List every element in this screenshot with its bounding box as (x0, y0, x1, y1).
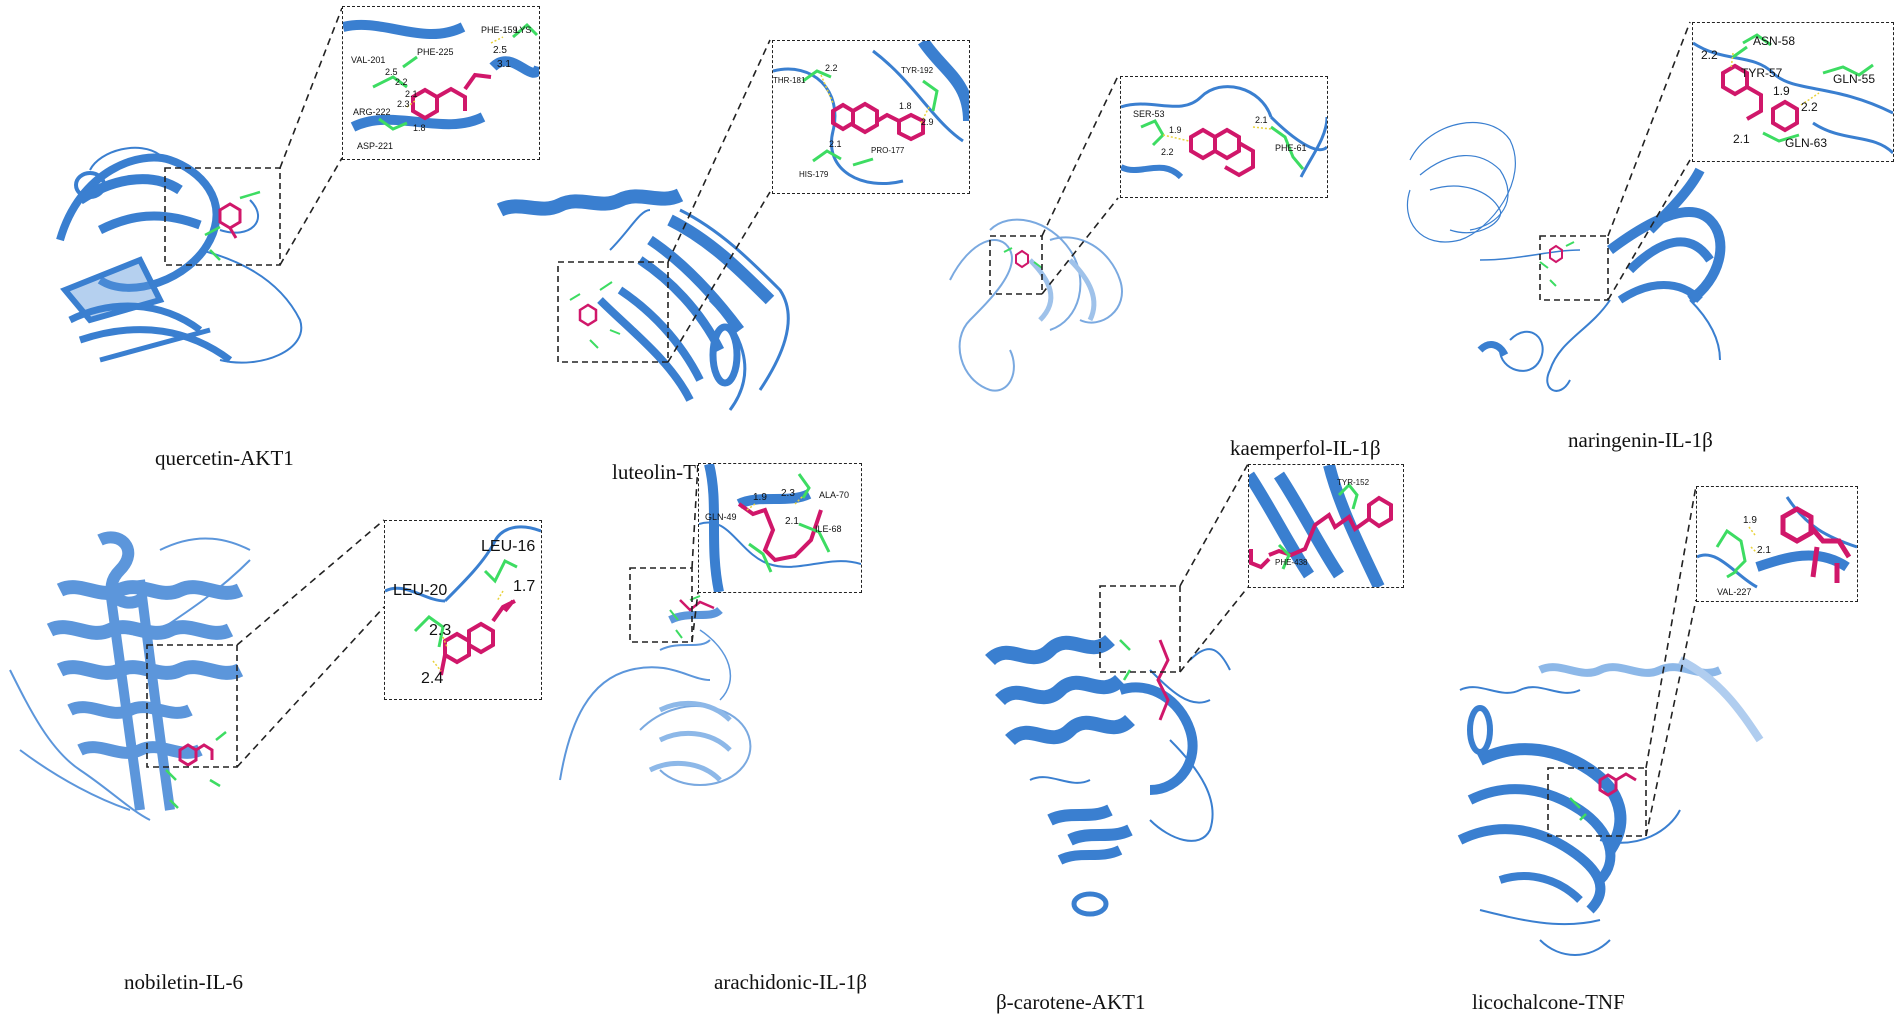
zoom-inset: THR-181 TYR-192 HIS-179 PRO-177 2.2 1.8 … (772, 40, 970, 194)
residue-label: VAL-227 (1717, 587, 1751, 597)
distance-label: 1.8 (413, 123, 426, 133)
residue-label: THR-181 (773, 76, 806, 85)
distance-label: 2.2 (1801, 100, 1818, 114)
distance-label: 2.4 (421, 670, 443, 687)
caption: kaemperfol-IL-1β (1230, 436, 1381, 460)
residue-label: PHE-61 (1275, 143, 1307, 153)
residue-label: ALA-70 (819, 490, 849, 500)
residue-label: TYR-57 (1741, 66, 1783, 80)
caption: nobiletin-IL-6 (124, 970, 243, 994)
caption: licochalcone-TNF (1472, 990, 1625, 1014)
residue-label: ARG-222 (353, 107, 391, 117)
zoom-inset: GLN-49 ALA-70 ILE-68 1.9 2.3 2.1 (698, 463, 862, 593)
protein-structure-tnf (1457, 485, 1764, 956)
distance-label: 2.3 (397, 99, 410, 109)
residue-label: PHE-438 (1275, 558, 1308, 567)
distance-label: 2.3 (781, 488, 795, 499)
panel-arachidonic-il1b: GLN-49 ALA-70 ILE-68 1.9 2.3 2.1 arachid… (559, 462, 1020, 1019)
caption: naringenin-IL-1β (1568, 428, 1713, 452)
zoom-inset: VAL-201 PHE-225 PHE-159 LYS ARG-222 ASP-… (342, 6, 540, 160)
distance-label: 1.9 (753, 492, 767, 503)
distance-label: 1.9 (1169, 125, 1182, 135)
residue-label: HIS-179 (799, 170, 829, 179)
residue-label: GLN-49 (705, 512, 737, 522)
residue-label: ILE-68 (815, 524, 842, 534)
residue-label: ASN-58 (1753, 34, 1795, 48)
residue-label: VAL-201 (351, 55, 385, 65)
residue-label: PHE-159 (481, 25, 518, 35)
panel-kaemperfol-il1b: SER-53 PHE-61 1.9 2.1 2.2 kaemperfol-IL-… (930, 0, 1381, 480)
panel-luteolin-tnf: THR-181 TYR-192 HIS-179 PRO-177 2.2 1.8 … (480, 0, 1000, 500)
caption: quercetin-AKT1 (155, 446, 294, 470)
protein-structure-il6 (9, 519, 385, 821)
distance-label: 1.8 (899, 101, 912, 111)
panel-naringenin-il1b: ASN-58 TYR-57 GLN-55 GLN-63 2.2 1.9 2.2 … (1390, 0, 1902, 480)
distance-label: 2.1 (1733, 132, 1750, 146)
protein-structure-il1b (1406, 21, 1726, 392)
distance-label: 2.5 (493, 45, 507, 56)
residue-label: TYR-152 (1337, 478, 1370, 487)
distance-label: 2.1 (1757, 545, 1771, 556)
caption: arachidonic-IL-1β (714, 970, 867, 994)
residue-label: LEU-16 (481, 538, 535, 555)
caption: β-carotene-AKT1 (996, 990, 1146, 1014)
protein-structure-il1b (949, 75, 1123, 392)
panel-b-carotene-akt1: TYR-152 PHE-438 β-carotene-AKT1 (970, 463, 1440, 1019)
zoom-inset: SER-53 PHE-61 1.9 2.1 2.2 (1120, 76, 1328, 198)
panel-licochalcone-tnf: VAL-227 1.9 2.1 licochalcone-TNF (1440, 485, 1902, 1019)
protein-structure-akt1 (985, 463, 1249, 917)
distance-label: 1.9 (1773, 84, 1790, 98)
distance-label: 2.1 (785, 516, 799, 527)
residue-label: ASP-221 (357, 141, 393, 151)
residue-label: SER-53 (1133, 109, 1165, 119)
distance-label: 2.3 (429, 622, 451, 639)
zoom-inset: LEU-16 LEU-20 1.7 2.3 2.4 (384, 520, 542, 700)
zoom-inset: TYR-152 PHE-438 (1248, 464, 1404, 588)
distance-label: 3.1 (497, 59, 511, 70)
protein-structure-il1b (559, 462, 752, 786)
distance-label: 2.1 (1255, 115, 1268, 125)
distance-label: 2.2 (395, 77, 408, 87)
distance-label: 2.9 (921, 117, 934, 127)
residue-label: PHE-225 (417, 47, 454, 57)
distance-label: 2.5 (385, 67, 398, 77)
distance-label: 2.2 (1161, 147, 1174, 157)
distance-label: 1.7 (513, 578, 535, 595)
residue-label: PRO-177 (871, 146, 905, 155)
distance-label: 2.1 (405, 89, 418, 99)
residue-label: GLN-55 (1833, 72, 1875, 86)
distance-label: 1.9 (1743, 515, 1757, 526)
panel-quercetin-akt1: VAL-201 PHE-225 PHE-159 LYS ARG-222 ASP-… (0, 0, 540, 480)
distance-label: 2.2 (1701, 48, 1718, 62)
residue-label: LEU-20 (393, 582, 447, 599)
zoom-inset: VAL-227 1.9 2.1 (1696, 486, 1858, 602)
residue-label: TYR-192 (901, 66, 934, 75)
zoom-inset: ASN-58 TYR-57 GLN-55 GLN-63 2.2 1.9 2.2 … (1692, 22, 1894, 162)
residue-label: LYS (515, 25, 531, 35)
distance-label: 2.2 (825, 63, 838, 73)
protein-structure-tnf (496, 39, 790, 411)
protein-structure-akt1 (56, 7, 343, 364)
panel-nobiletin-il6: LEU-16 LEU-20 1.7 2.3 2.4 nobiletin-IL-6 (0, 510, 560, 1019)
distance-label: 2.1 (829, 139, 842, 149)
residue-label: GLN-63 (1785, 136, 1827, 150)
